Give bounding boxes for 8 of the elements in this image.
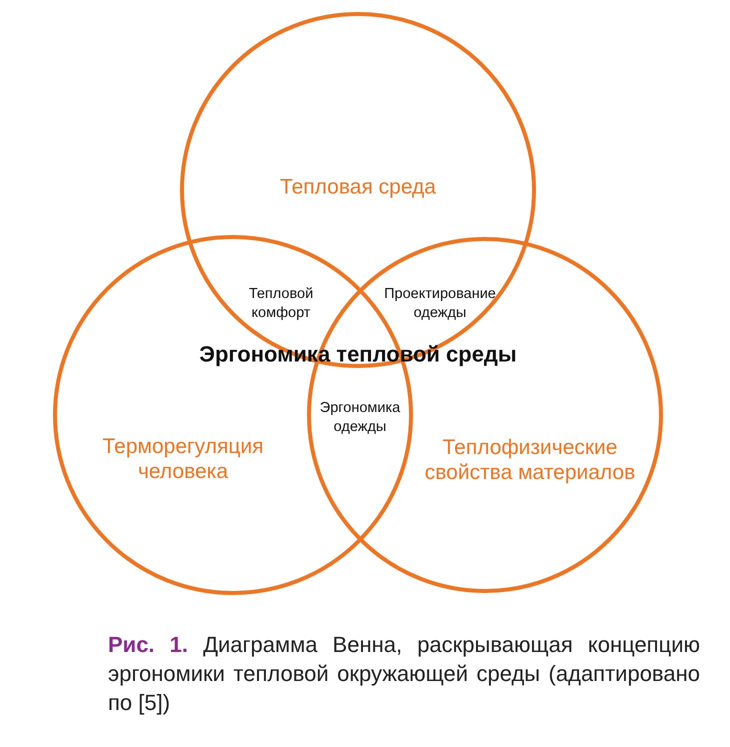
overlap-label: Эргономика одежды: [318, 399, 402, 437]
figure-caption: Рис. 1. Диаграмма Венна, раскрывающая концепцию эргономики тепловой окружающей среды (адаптировано по [5]): [108, 631, 700, 717]
circle-title: Тепловая среда: [278, 174, 437, 200]
venn-circle: [180, 12, 536, 368]
circle-title: Теплофизические свойства материалов: [424, 435, 636, 485]
overlap-label: Проектирование одежды: [383, 285, 497, 323]
overlap-label: Тепловой комфорт: [248, 285, 314, 323]
circle-title: Терморегуляция человека: [102, 434, 264, 484]
